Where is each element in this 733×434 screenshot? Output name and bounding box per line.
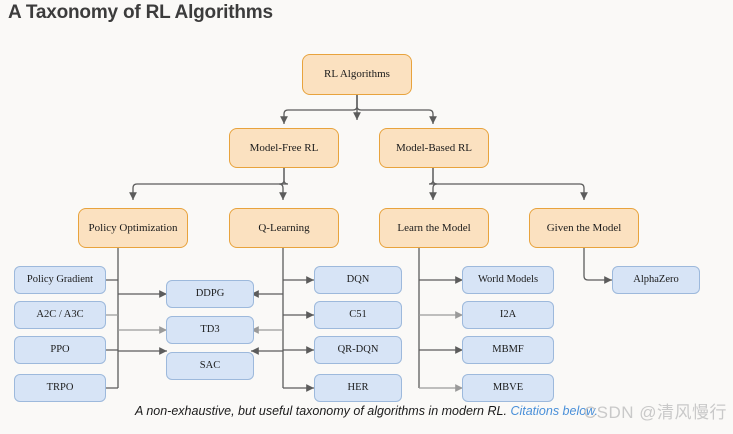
node-label: PPO: [50, 344, 70, 356]
node-ppo[interactable]: PPO: [14, 336, 106, 364]
node-label: HER: [347, 382, 369, 394]
node-dqn[interactable]: DQN: [314, 266, 402, 294]
node-i2a[interactable]: I2A: [462, 301, 554, 329]
node-learn-the-model[interactable]: Learn the Model: [379, 208, 489, 248]
node-label: SAC: [199, 360, 221, 372]
node-model-free-rl[interactable]: Model-Free RL: [229, 128, 339, 168]
node-label: QR-DQN: [337, 344, 379, 356]
node-qr-dqn[interactable]: QR-DQN: [314, 336, 402, 364]
node-label: TRPO: [46, 382, 74, 394]
node-label: World Models: [477, 274, 539, 286]
node-label: Given the Model: [546, 221, 622, 234]
node-mbmf[interactable]: MBMF: [462, 336, 554, 364]
node-label: Learn the Model: [397, 221, 471, 234]
node-trpo[interactable]: TRPO: [14, 374, 106, 402]
node-rl-algorithms[interactable]: RL Algorithms: [302, 54, 412, 95]
node-label: MBMF: [492, 344, 524, 356]
node-her[interactable]: HER: [314, 374, 402, 402]
node-label: I2A: [499, 309, 517, 321]
taxonomy-diagram: RL Algorithms Model-Free RL Model-Based …: [0, 32, 733, 402]
node-label: TD3: [200, 324, 220, 336]
node-policy-optimization[interactable]: Policy Optimization: [78, 208, 188, 248]
node-label: Policy Gradient: [26, 274, 94, 286]
node-world-models[interactable]: World Models: [462, 266, 554, 294]
connector-layer: [71, 95, 612, 392]
node-label: RL Algorithms: [324, 68, 390, 81]
node-sac[interactable]: SAC: [166, 352, 254, 380]
citations-link[interactable]: Citations below.: [510, 404, 598, 418]
caption: A non-exhaustive, but useful taxonomy of…: [0, 404, 733, 418]
node-model-based-rl[interactable]: Model-Based RL: [379, 128, 489, 168]
node-ddpg[interactable]: DDPG: [166, 280, 254, 308]
node-c51[interactable]: C51: [314, 301, 402, 329]
node-policy-gradient[interactable]: Policy Gradient: [14, 266, 106, 294]
node-label: DDPG: [195, 288, 225, 300]
node-a2c-a3c[interactable]: A2C / A3C: [14, 301, 106, 329]
node-label: Policy Optimization: [88, 221, 178, 234]
node-td3[interactable]: TD3: [166, 316, 254, 344]
node-label: MBVE: [492, 382, 524, 394]
node-label: Model-Free RL: [249, 141, 319, 154]
node-label: Model-Based RL: [395, 141, 473, 154]
node-label: A2C / A3C: [36, 309, 84, 321]
node-mbve[interactable]: MBVE: [462, 374, 554, 402]
node-given-the-model[interactable]: Given the Model: [529, 208, 639, 248]
node-label: DQN: [346, 274, 370, 286]
node-alphazero[interactable]: AlphaZero: [612, 266, 700, 294]
caption-text: A non-exhaustive, but useful taxonomy of…: [134, 404, 507, 418]
node-label: C51: [349, 309, 367, 321]
node-label: Q-Learning: [258, 221, 310, 234]
node-label: AlphaZero: [633, 274, 679, 286]
page-title: A Taxonomy of RL Algorithms: [8, 2, 273, 23]
node-q-learning[interactable]: Q-Learning: [229, 208, 339, 248]
